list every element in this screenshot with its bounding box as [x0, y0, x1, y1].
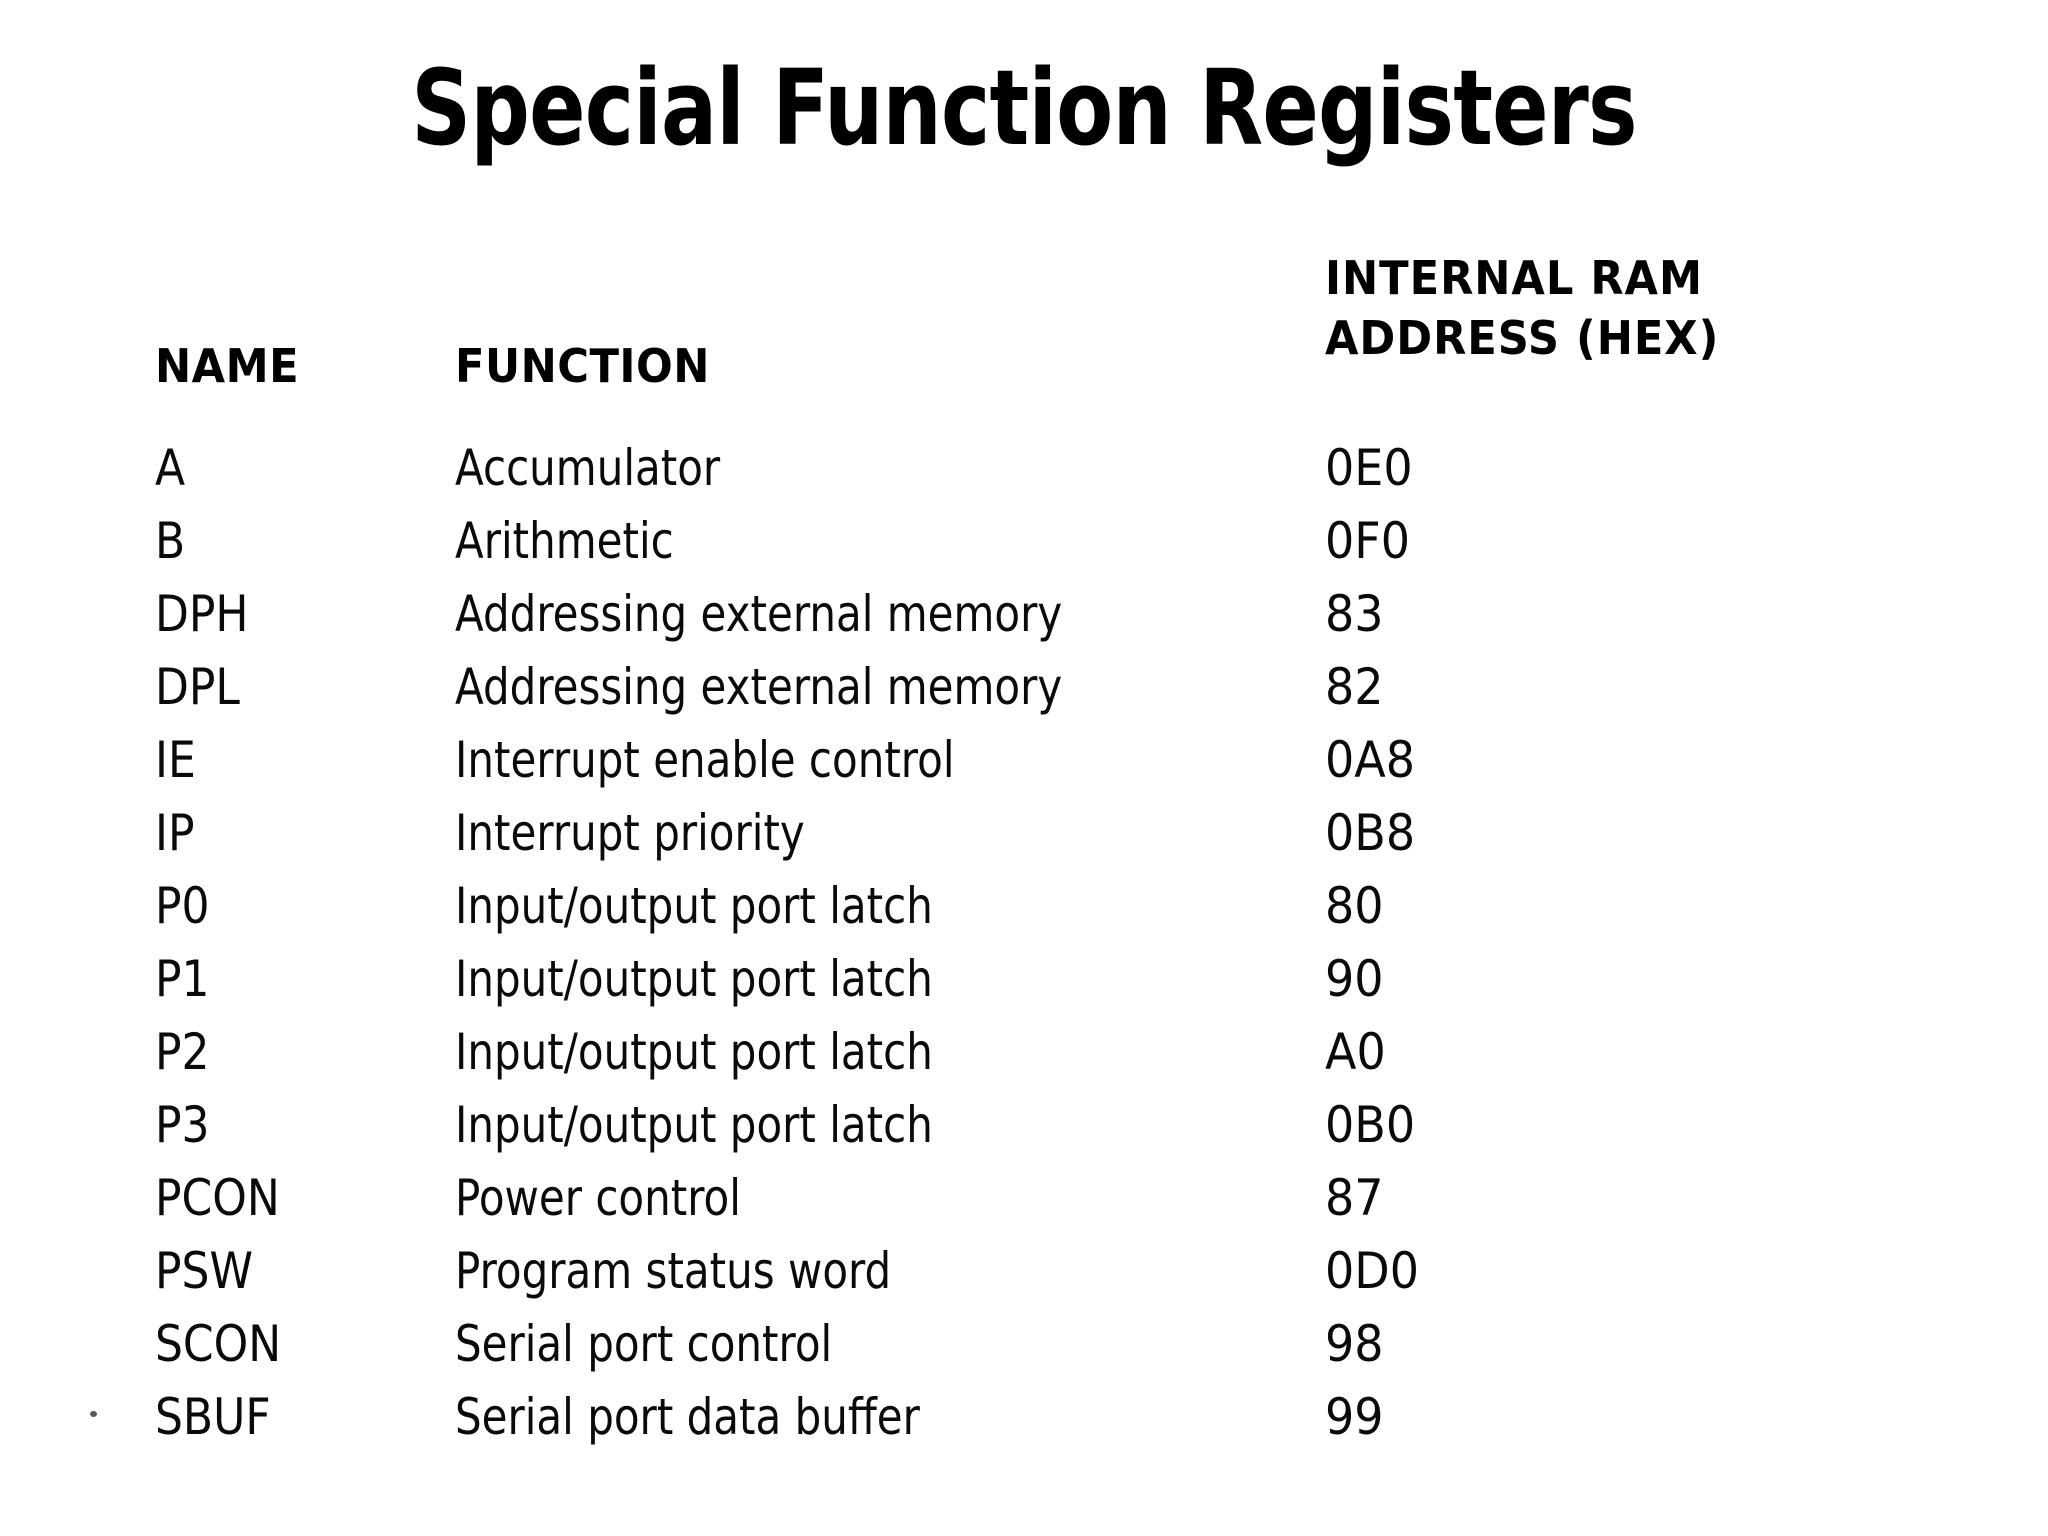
- table-row: PCON Power control 87: [0, 1167, 2048, 1240]
- table-row: IP Interrupt priority 0B8: [0, 802, 2048, 875]
- table-row: SCON Serial port control 98: [0, 1313, 2048, 1386]
- table-row: DPL Addressing external memory 82: [0, 656, 2048, 729]
- cell-register-name: DPL: [155, 658, 240, 716]
- cell-register-function: Addressing external memory: [455, 585, 1063, 643]
- cell-register-address: 87: [1325, 1169, 1384, 1227]
- table-row: P3 Input/output port latch 0B0: [0, 1094, 2048, 1167]
- table-row: IE Interrupt enable control 0A8: [0, 729, 2048, 802]
- cell-register-name: P0: [155, 877, 210, 935]
- cell-register-name: P1: [155, 950, 210, 1008]
- cell-register-address: 98: [1325, 1315, 1384, 1373]
- cell-register-function: Addressing external memory: [455, 658, 1063, 716]
- cell-register-address: 0B0: [1325, 1096, 1416, 1154]
- cell-register-name: P3: [155, 1096, 210, 1154]
- scan-artifact-speck: [90, 1411, 97, 1417]
- table-row: A Accumulator 0E0: [0, 437, 2048, 510]
- cell-register-address: 0E0: [1325, 439, 1413, 497]
- cell-register-function: Input/output port latch: [455, 877, 933, 935]
- table-row: DPH Addressing external memory 83: [0, 583, 2048, 656]
- cell-register-address: 0F0: [1325, 512, 1410, 570]
- page-title: Special Function Registers: [411, 47, 1637, 169]
- cell-register-address: 83: [1325, 585, 1384, 643]
- cell-register-address: 90: [1325, 950, 1384, 1008]
- cell-register-name: SCON: [155, 1315, 282, 1373]
- cell-register-function: Program status word: [455, 1242, 892, 1300]
- cell-register-address: 0D0: [1325, 1242, 1419, 1300]
- cell-register-function: Arithmetic: [455, 512, 674, 570]
- cell-register-address: 0B8: [1325, 804, 1416, 862]
- table-row: P2 Input/output port latch A0: [0, 1021, 2048, 1094]
- cell-register-name: PSW: [155, 1242, 253, 1300]
- cell-register-name: B: [155, 512, 186, 570]
- cell-register-name: SBUF: [155, 1388, 271, 1446]
- cell-register-function: Input/output port latch: [455, 950, 933, 1008]
- cell-register-name: DPH: [155, 585, 249, 643]
- cell-register-function: Accumulator: [455, 439, 721, 497]
- table-row: B Arithmetic 0F0: [0, 510, 2048, 583]
- cell-register-address: 80: [1325, 877, 1384, 935]
- column-header-address-line1: INTERNAL RAM: [1325, 251, 1703, 305]
- cell-register-function: Power control: [455, 1169, 741, 1227]
- cell-register-function: Serial port control: [455, 1315, 833, 1373]
- cell-register-name: IE: [155, 731, 196, 789]
- cell-register-function: Input/output port latch: [455, 1023, 933, 1081]
- table-row: PSW Program status word 0D0: [0, 1240, 2048, 1313]
- column-header-internal-ram-address: INTERNAL RAM ADDRESS (HEX): [1325, 250, 1851, 366]
- cell-register-function: Interrupt enable control: [455, 731, 955, 789]
- table-row: P1 Input/output port latch 90: [0, 948, 2048, 1021]
- table-row: SBUF Serial port data buffer 99: [0, 1386, 2048, 1459]
- cell-register-name: P2: [155, 1023, 210, 1081]
- column-header-name: NAME: [155, 339, 300, 393]
- cell-register-address: A0: [1325, 1023, 1386, 1081]
- column-header-address-line2: ADDRESS (HEX): [1325, 311, 1720, 365]
- cell-register-address: 0A8: [1325, 731, 1416, 789]
- cell-register-address: 82: [1325, 658, 1384, 716]
- cell-register-function: Serial port data buffer: [455, 1388, 920, 1446]
- cell-register-address: 99: [1325, 1388, 1384, 1446]
- cell-register-name: PCON: [155, 1169, 280, 1227]
- column-header-function: FUNCTION: [455, 339, 710, 393]
- cell-register-function: Interrupt priority: [455, 804, 805, 862]
- table-row: P0 Input/output port latch 80: [0, 875, 2048, 948]
- cell-register-function: Input/output port latch: [455, 1096, 933, 1154]
- cell-register-name: IP: [155, 804, 195, 862]
- cell-register-name: A: [155, 439, 186, 497]
